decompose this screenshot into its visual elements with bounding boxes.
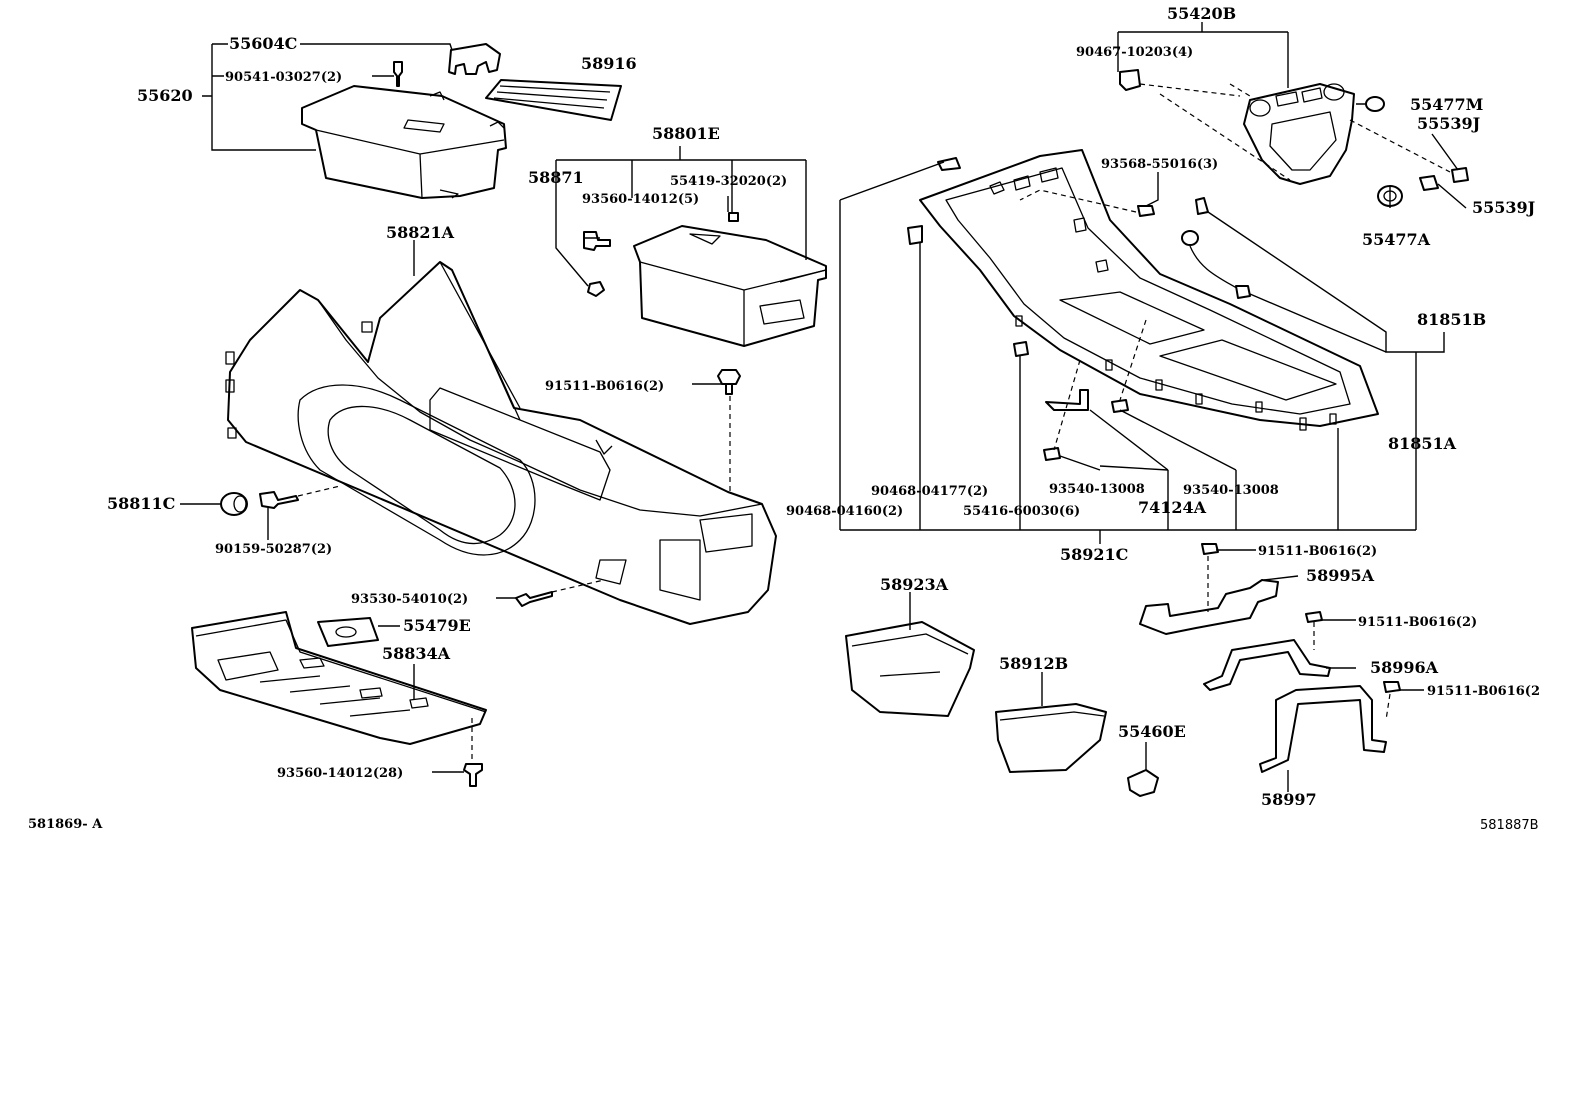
part-55420B-bezel xyxy=(1243,83,1355,185)
reference-code-left: 581869- A xyxy=(28,817,103,832)
label-58821A: 58821A xyxy=(386,223,455,242)
part-58821A-console xyxy=(225,261,777,625)
part-90468-clip-a xyxy=(907,225,923,245)
label-93540-13008-a: 93540-13008 xyxy=(1049,482,1145,497)
part-90468-clip-b xyxy=(937,157,961,171)
part-55539J-a xyxy=(1451,167,1469,183)
part-55419-nut xyxy=(728,212,739,222)
part-55539J-b xyxy=(1419,175,1439,191)
part-74124A-bracket xyxy=(1045,389,1089,411)
part-55477M-disc xyxy=(1365,96,1385,112)
label-58811C: 58811C xyxy=(107,494,175,513)
part-55460E-clip xyxy=(1127,769,1159,797)
label-90468-04160: 90468-04160(2) xyxy=(786,504,903,519)
part-93568-screw xyxy=(1137,205,1155,217)
part-93540-screw-a xyxy=(1043,447,1061,461)
part-labels: 55604C 90541-03027(2) 55620 58916 58801E… xyxy=(28,4,1540,833)
part-90541-screw xyxy=(393,61,403,87)
label-91511-B0616-b: 91511-B0616(2) xyxy=(1258,544,1377,559)
label-58921C: 58921C xyxy=(1060,545,1128,564)
label-55420B: 55420B xyxy=(1167,4,1236,23)
leader-lines xyxy=(180,22,1467,792)
label-55479E: 55479E xyxy=(403,616,471,635)
label-93530-54010: 93530-54010(2) xyxy=(351,592,468,607)
part-91511-bolt-a xyxy=(717,369,741,395)
label-55620: 55620 xyxy=(137,86,193,105)
part-93560-screw-a xyxy=(583,231,611,251)
label-93568-55016: 93568-55016(3) xyxy=(1101,157,1218,172)
label-74124A: 74124A xyxy=(1138,498,1207,517)
label-55477A: 55477A xyxy=(1362,230,1431,249)
label-90467-10203: 90467-10203(4) xyxy=(1076,45,1193,60)
part-55620-box xyxy=(301,85,507,199)
part-81851B-socket xyxy=(1181,197,1251,299)
label-93560-14012-a: 93560-14012(5) xyxy=(582,192,699,207)
part-58997-bracket xyxy=(1259,685,1387,773)
label-91511-B0616-a: 91511-B0616(2) xyxy=(545,379,664,394)
label-81851B: 81851B xyxy=(1417,310,1486,329)
label-58995A: 58995A xyxy=(1306,566,1375,585)
label-91511-B0616-d: 91511-B0616(2 xyxy=(1427,684,1540,699)
part-55604C-clip xyxy=(448,43,501,75)
label-81851A: 81851A xyxy=(1388,434,1457,453)
part-58801E-box xyxy=(633,225,827,347)
part-58923A-bracket xyxy=(845,621,975,717)
label-93560-14012-b: 93560-14012(28) xyxy=(277,766,403,781)
label-91511-B0616-c: 91511-B0616(2) xyxy=(1358,615,1477,630)
label-58801E: 58801E xyxy=(652,124,720,143)
label-90159-50287: 90159-50287(2) xyxy=(215,542,332,557)
part-58995A-bracket xyxy=(1139,579,1279,635)
label-93540-13008-b: 93540-13008 xyxy=(1183,483,1279,498)
label-90541-03027: 90541-03027(2) xyxy=(225,70,342,85)
part-58871-clip xyxy=(587,281,605,297)
part-93560-screw-b xyxy=(463,763,483,787)
label-58923A: 58923A xyxy=(880,575,949,594)
label-58834A: 58834A xyxy=(382,644,451,663)
label-58997: 58997 xyxy=(1261,790,1317,809)
part-91511-bolt-d xyxy=(1383,681,1401,693)
part-58811C-plug xyxy=(220,492,248,516)
label-58996A: 58996A xyxy=(1370,658,1439,677)
label-55460E: 55460E xyxy=(1118,722,1186,741)
label-55416-60030: 55416-60030(6) xyxy=(963,504,1080,519)
label-58912B: 58912B xyxy=(999,654,1068,673)
part-90159-screw xyxy=(259,491,299,509)
part-93540-screw-b xyxy=(1111,399,1129,413)
part-90467-clip xyxy=(1119,69,1141,91)
label-90468-04177: 90468-04177(2) xyxy=(871,484,988,499)
part-55416-clip xyxy=(1013,341,1029,357)
part-93530-screw xyxy=(515,591,553,607)
label-58916: 58916 xyxy=(581,54,637,73)
label-55604C: 55604C xyxy=(229,34,297,53)
reference-code-right: 581887B xyxy=(1480,818,1539,833)
part-58921C-console-top xyxy=(919,149,1379,431)
part-58834A-tray xyxy=(191,611,487,745)
part-55479E-insert xyxy=(317,617,379,647)
label-55539J-a: 55539J xyxy=(1417,114,1480,133)
label-58871: 58871 xyxy=(528,168,584,187)
label-55419-32020: 55419-32020(2) xyxy=(670,174,787,189)
part-58996A-bracket xyxy=(1203,639,1331,691)
part-91511-bolt-c xyxy=(1305,611,1323,623)
part-58912B-bin xyxy=(995,703,1107,773)
part-58916-pad xyxy=(485,79,622,121)
label-55477M: 55477M xyxy=(1410,95,1483,114)
part-91511-bolt-b xyxy=(1201,543,1219,555)
label-55539J-b: 55539J xyxy=(1472,198,1535,217)
